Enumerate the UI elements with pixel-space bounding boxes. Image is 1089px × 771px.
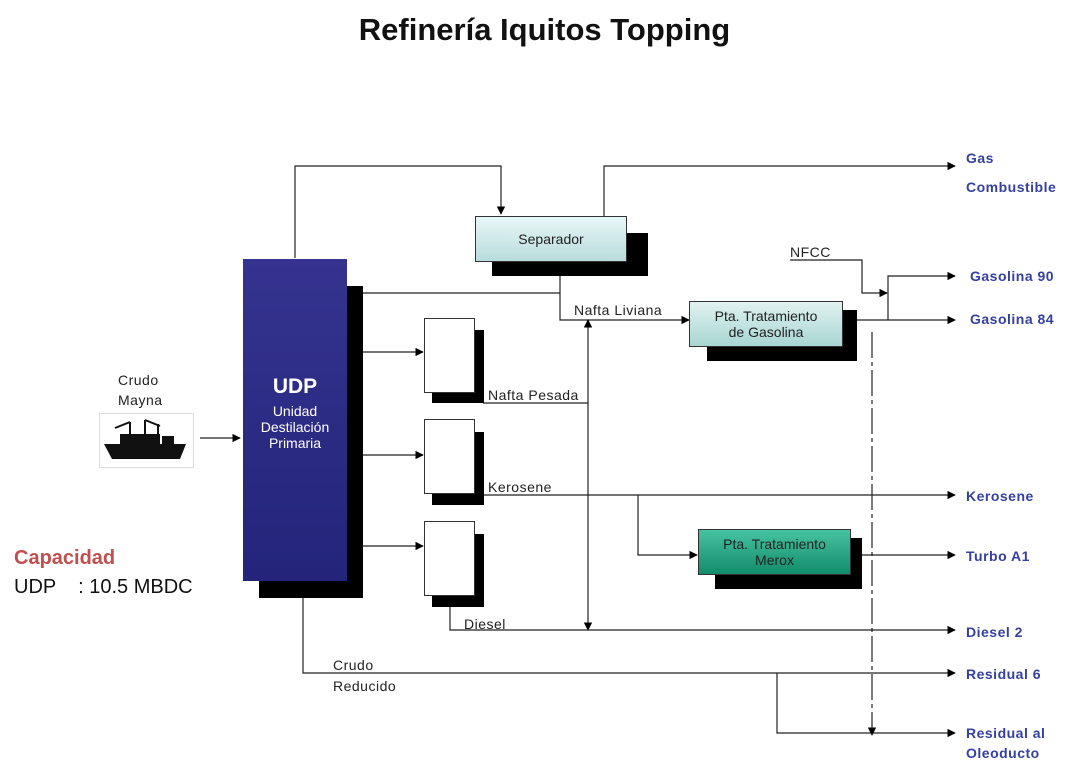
udp-line2: Destilación [260,419,330,435]
nfcc-line [790,259,888,298]
product-gas-1: Gas [966,150,994,166]
ship-icon [99,413,194,468]
capacity-value: UDP : 10.5 MBDC [14,576,193,598]
product-gasolina84: Gasolina 84 [970,311,1055,327]
overhead-line [294,165,506,258]
product-residual-oleoducto-1: Residual al [966,725,1046,741]
merox-box: Pta. Tratamiento Merox [698,529,851,575]
stream-nafta-liviana: Nafta Liviana [574,302,663,318]
stream-kerosene: Kerosene [488,479,552,495]
udp-line1: Unidad [272,403,318,419]
merox-line2: Merox [755,552,794,568]
feed-label-2: Mayna [118,392,163,408]
merox-feed [637,495,698,560]
product-turbo: Turbo A1 [966,548,1030,564]
feed-label-1: Crudo [118,372,159,388]
product-gas-2: Combustible [966,179,1057,195]
page-title: Refinería Iquitos Topping [358,12,731,47]
stream-nafta-pesada: Nafta Pesada [488,387,579,403]
diesel-line [449,607,956,635]
capacity-title: Capacidad [14,547,116,569]
stripper-nafta [424,318,475,393]
merox-line1: Pta. Tratamiento [723,536,826,552]
gasoline-treatment-line2: de Gasolina [728,324,804,340]
stripper-kero [424,419,475,494]
stream-diesel: Diesel [464,616,506,632]
product-diesel2: Diesel 2 [966,624,1023,640]
gas-line [603,161,956,216]
stream-crudo-reducido-2: Reducido [333,678,397,694]
gasoline-treatment-line1: Pta. Tratamiento [714,308,818,324]
gasoline-treatment-box: Pta. Tratamiento de Gasolina [689,301,843,347]
nafta-liviana-line [362,262,689,320]
product-gasolina90: Gasolina 90 [970,268,1055,284]
gasolina90-line [887,271,956,320]
product-kerosene: Kerosene [966,488,1034,504]
stripper-diesel [424,521,475,596]
stream-crudo-reducido-1: Crudo [333,657,374,673]
product-residual-oleoducto-2: Oleoducto [966,745,1040,761]
separador-box: Separador [475,216,627,262]
stream-nfcc: NFCC [790,244,831,260]
crudo-reducido-line [302,598,956,678]
udp-heading: UDP [272,375,318,398]
udp-line3: Primaria [268,435,322,451]
product-residual6: Residual 6 [966,666,1042,682]
residual-oleoducto-line [776,673,956,738]
udp-column: UDP Unidad Destilación Primaria [243,259,347,581]
